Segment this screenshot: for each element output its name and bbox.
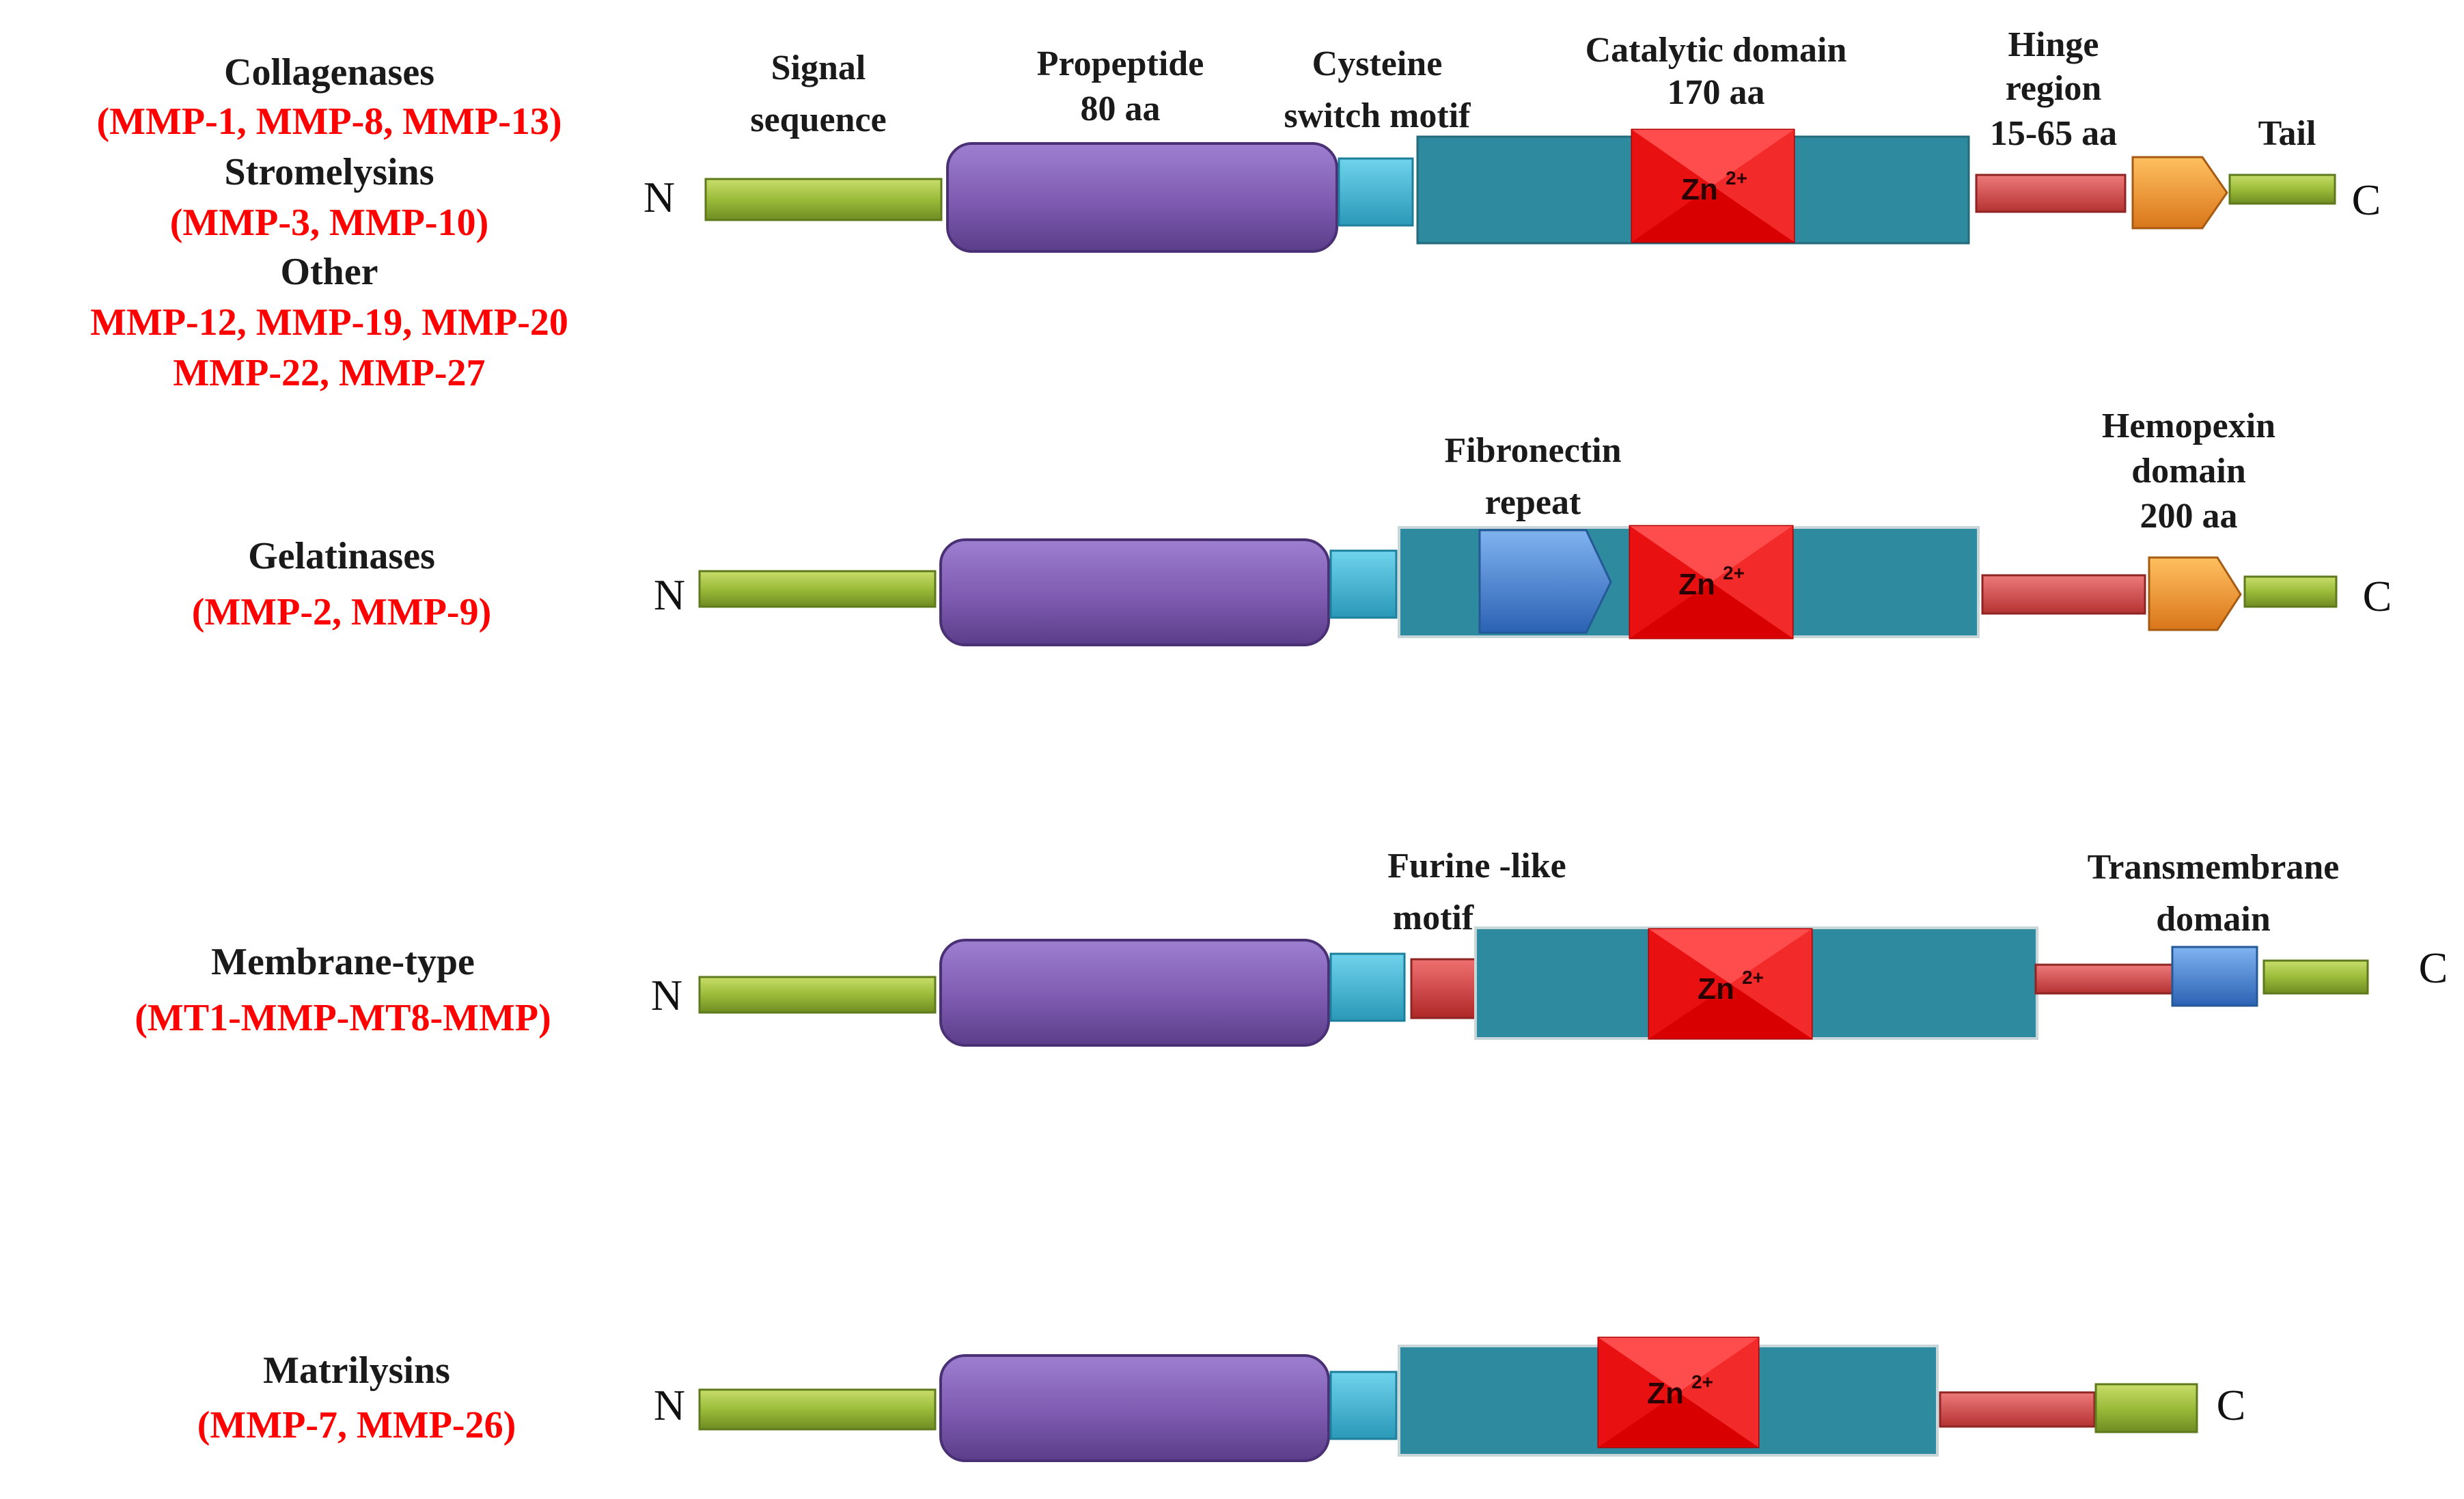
row1-hemopexin-domain xyxy=(2131,156,2228,230)
row2-hemopexin-domain xyxy=(2148,556,2242,631)
row3-zinc-site: Zn 2+ xyxy=(1648,928,1813,1040)
row1-annotations: Signal sequence Propeptide 80 aa Cystein… xyxy=(750,25,2316,153)
row1-tail xyxy=(2228,174,2336,205)
row4-tail xyxy=(2094,1383,2198,1433)
row2-propeptide xyxy=(939,538,1330,646)
group-stromelysins-name: Stromelysins xyxy=(225,151,434,193)
annotation-fibronectin-line2: repeat xyxy=(1485,483,1581,522)
row1-zinc-label: Zn xyxy=(1681,173,1718,206)
row4-zinc-charge: 2+ xyxy=(1691,1371,1713,1392)
row3-transmembrane-domain xyxy=(2171,946,2258,1007)
row2-annotations: Fibronectin repeat Hemopexin domain 200 … xyxy=(1444,407,2275,536)
group-membrane-type-members: (MT1-MMP-MT8-MMP) xyxy=(135,997,551,1039)
row3-hinge-region xyxy=(2034,963,2174,995)
row3-zinc-label: Zn xyxy=(1698,972,1734,1006)
row3-cysteine-switch xyxy=(1329,952,1406,1022)
row4-domains: N Zn 2+ C xyxy=(654,1336,2246,1462)
group-matrilysins-name: Matrilysins xyxy=(263,1349,450,1392)
row2-domains: N Zn 2+ C xyxy=(654,525,2392,646)
annotation-tail: Tail xyxy=(2258,114,2316,153)
group-labels: Collagenases (MMP-1, MMP-8, MMP-13) Stro… xyxy=(90,51,568,1446)
annotation-propeptide-line2: 80 aa xyxy=(1081,90,1161,128)
row2-zinc-charge: 2+ xyxy=(1723,562,1745,583)
group-collagenases-members: (MMP-1, MMP-8, MMP-13) xyxy=(97,100,562,143)
row4-zinc-label: Zn xyxy=(1647,1377,1684,1410)
row3-zinc-charge: 2+ xyxy=(1742,967,1764,988)
group-gelatinases-name: Gelatinases xyxy=(248,535,435,577)
row3-c-terminus: C xyxy=(2419,944,2448,992)
row4-propeptide xyxy=(939,1354,1330,1462)
row2-tail xyxy=(2243,575,2338,608)
row3-signal-sequence xyxy=(698,976,937,1014)
row1-zinc-site: Zn 2+ xyxy=(1631,128,1795,243)
row4-cysteine-switch xyxy=(1329,1371,1398,1440)
annotation-furin-line1: Furine -like xyxy=(1387,847,1566,885)
group-collagenases-name: Collagenases xyxy=(224,51,434,94)
group-other-members-line2: MMP-22, MMP-27 xyxy=(173,352,485,394)
row3-annotations: Furine -like motif Transmembrane domain xyxy=(1387,847,2339,939)
annotation-transmembrane-line1: Transmembrane xyxy=(2088,848,2340,887)
group-gelatinases-members: (MMP-2, MMP-9) xyxy=(192,591,491,633)
annotation-propeptide-line1: Propeptide xyxy=(1037,44,1204,83)
row3-propeptide xyxy=(939,939,1330,1047)
annotation-hinge-line2: region xyxy=(2006,69,2102,108)
row2-n-terminus: N xyxy=(654,570,685,619)
annotation-fibronectin-line1: Fibronectin xyxy=(1444,431,1621,470)
row2-fibronectin-repeat xyxy=(1478,529,1612,634)
row4-signal-sequence xyxy=(698,1388,937,1431)
group-other-members-line1: MMP-12, MMP-19, MMP-20 xyxy=(90,301,568,344)
row3-domains: N Zn 2+ C xyxy=(651,926,2448,1047)
annotation-catalytic-line1: Catalytic domain xyxy=(1586,31,1847,70)
annotation-transmembrane-line2: domain xyxy=(2156,900,2271,939)
row2-zinc-site: Zn 2+ xyxy=(1629,525,1794,640)
row3-tail xyxy=(2262,959,2369,995)
row2-c-terminus: C xyxy=(2363,572,2392,620)
row1-propeptide xyxy=(946,142,1338,253)
annotation-cysteine-line2: switch motif xyxy=(1284,96,1471,135)
row4-zinc-site: Zn 2+ xyxy=(1597,1336,1760,1448)
annotation-furin-line2: motif xyxy=(1393,898,1474,937)
group-stromelysins-members: (MMP-3, MMP-10) xyxy=(170,202,488,244)
annotation-hemopexin-line1: Hemopexin xyxy=(2102,407,2275,445)
row2-cysteine-switch xyxy=(1329,549,1398,619)
row2-zinc-label: Zn xyxy=(1678,568,1715,601)
group-membrane-type-name: Membrane-type xyxy=(211,941,475,983)
group-other-name: Other xyxy=(280,251,378,293)
row2-hinge-region xyxy=(1981,574,2146,615)
annotation-hinge-line3: 15-65 aa xyxy=(1990,114,2117,153)
row1-domains: N Zn 2+ C xyxy=(643,128,2381,253)
group-matrilysins-members: (MMP-7, MMP-26) xyxy=(197,1404,516,1446)
annotation-hemopexin-line3: 200 aa xyxy=(2140,497,2238,536)
annotation-signal-line2: sequence xyxy=(750,100,886,139)
row1-cysteine-switch xyxy=(1338,157,1414,227)
row1-n-terminus: N xyxy=(643,173,675,221)
row1-hinge-region xyxy=(1975,174,2127,213)
row2-signal-sequence xyxy=(698,570,937,608)
row1-c-terminus: C xyxy=(2352,176,2381,224)
row1-zinc-charge: 2+ xyxy=(1726,167,1747,189)
annotation-signal-line1: Signal xyxy=(771,49,866,87)
annotation-catalytic-line2: 170 aa xyxy=(1667,73,1765,112)
row4-hinge-region xyxy=(1939,1391,2096,1428)
annotation-hinge-line1: Hinge xyxy=(2008,25,2099,64)
row4-c-terminus: C xyxy=(2217,1381,2246,1429)
row3-n-terminus: N xyxy=(651,971,682,1019)
row4-n-terminus: N xyxy=(654,1381,685,1429)
row1-signal-sequence xyxy=(704,178,943,221)
annotation-hemopexin-line2: domain xyxy=(2131,452,2246,491)
annotation-cysteine-line1: Cysteine xyxy=(1312,44,1443,83)
